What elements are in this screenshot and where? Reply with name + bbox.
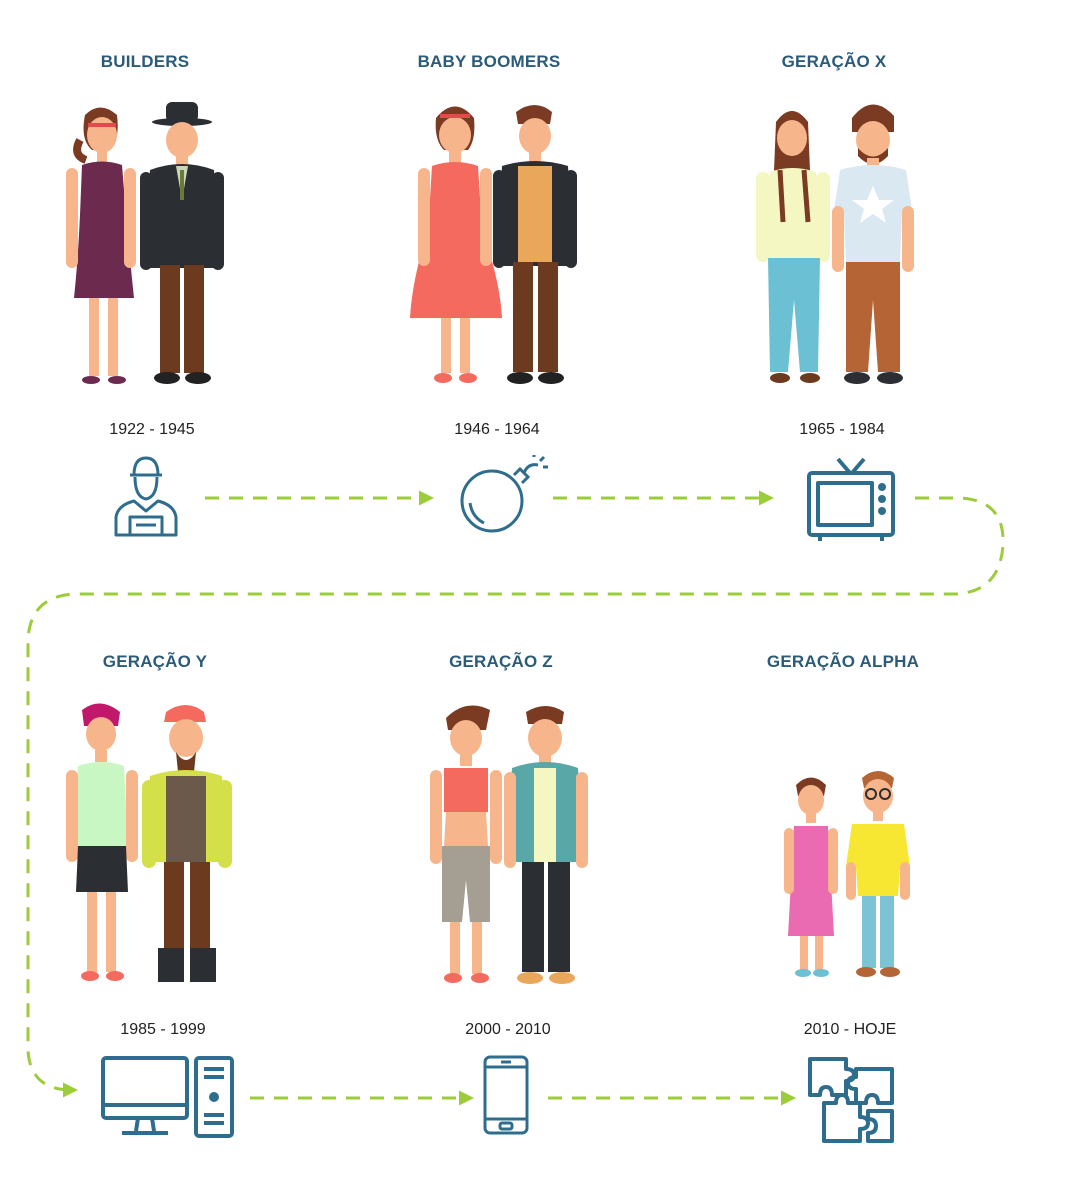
timeline-connector [26,490,1005,1106]
title-geracao-x: GERAÇÃO X [781,52,887,71]
desktop-computer-icon [101,1056,234,1138]
smartphone-icon [483,1055,529,1135]
builders-man-illustration [140,102,224,384]
worker-icon [114,456,178,537]
title-geracao-alpha: GERAÇÃO ALPHA [766,652,920,671]
geracao-y-man-illustration [142,705,232,982]
puzzle-icon [808,1057,894,1143]
years-geracao-y: 1985 - 1999 [120,1021,206,1038]
title-baby-boomers: BABY BOOMERS [417,52,561,71]
geracao-z-man-illustration [504,706,588,984]
baby-boomers-woman-illustration [410,106,502,383]
geracao-y-woman-illustration [66,703,138,981]
geracao-x-man-illustration [832,104,914,384]
years-geracao-alpha: 2010 - HOJE [803,1021,897,1038]
years-geracao-x: 1965 - 1984 [799,421,885,438]
years-baby-boomers: 1946 - 1964 [454,421,540,438]
geracao-alpha-girl-illustration [784,777,838,977]
tv-icon [807,457,895,541]
baby-boomers-man-illustration [493,105,577,384]
bomb-icon [460,455,548,533]
builders-woman-illustration [66,107,136,384]
years-builders: 1922 - 1945 [109,421,195,438]
title-geracao-y: GERAÇÃO Y [102,652,208,671]
geracao-x-woman-illustration [756,111,830,383]
title-builders: BUILDERS [100,52,190,71]
title-geracao-z: GERAÇÃO Z [449,652,553,671]
years-geracao-z: 2000 - 2010 [465,1021,551,1038]
geracao-z-woman-illustration [430,705,502,983]
geracao-alpha-boy-illustration [846,771,910,977]
